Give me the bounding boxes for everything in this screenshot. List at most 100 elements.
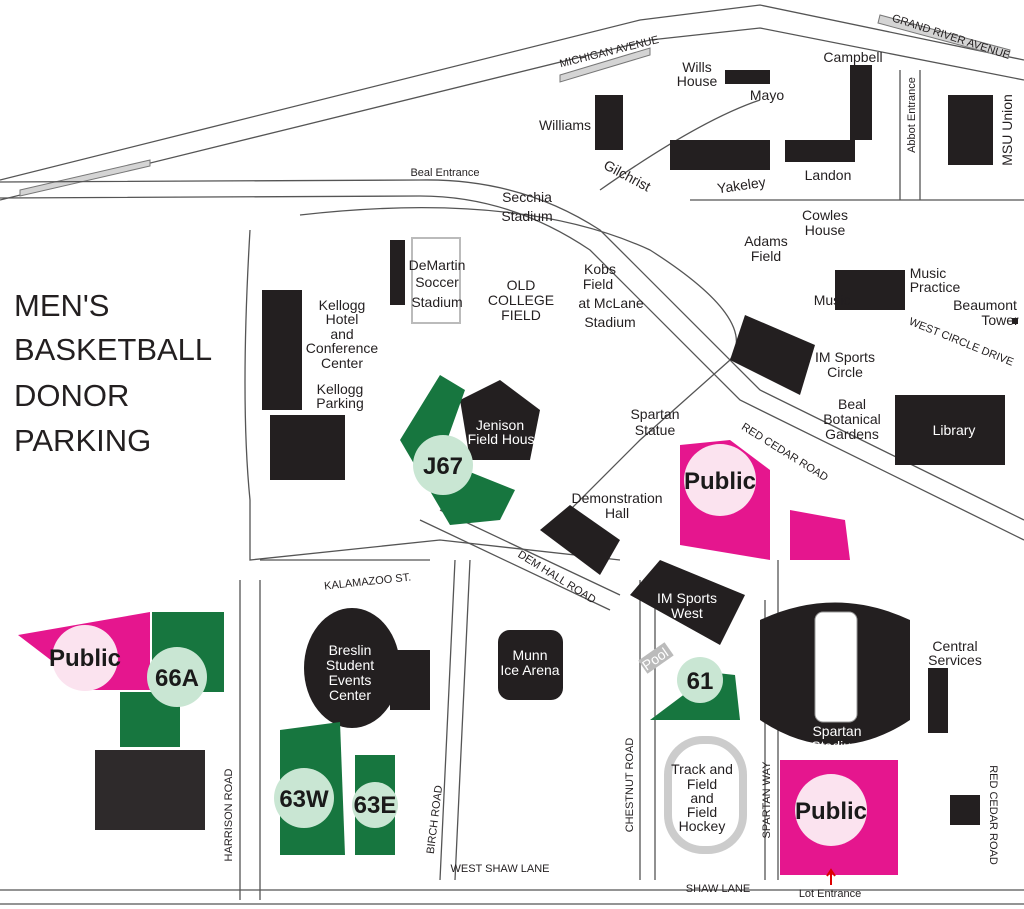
road-label: RED CEDAR ROAD — [987, 765, 999, 865]
road-label: HARRISON ROAD — [223, 768, 235, 861]
building-beaumont — [1012, 318, 1018, 324]
place-label: Field House — [468, 431, 543, 447]
badge-public-north[interactable] — [684, 444, 756, 516]
place-label: Stadium — [501, 208, 552, 224]
place-label: Tower — [981, 312, 1019, 328]
badge-label: 66A — [155, 665, 199, 692]
place-label: Demonstration — [571, 490, 662, 506]
road-label: GRAND RIVER AVENUE — [890, 12, 1011, 62]
place-label: Services — [928, 652, 982, 668]
place-label: IM Sports — [657, 590, 717, 606]
building-landon — [785, 140, 855, 162]
median — [19, 159, 151, 197]
place-label: Parking — [316, 395, 363, 411]
building-im-west — [630, 560, 745, 645]
place-label: Hockey — [679, 818, 726, 834]
road-label: CHESTNUT ROAD — [624, 738, 636, 833]
place-label: Hotel — [326, 311, 359, 327]
place-label: Mayo — [750, 87, 784, 103]
building-music — [835, 270, 905, 310]
place-label: MSU Union — [999, 94, 1015, 166]
lot-public-north-2[interactable] — [790, 510, 850, 560]
place-label: Campbell — [823, 49, 882, 65]
badge-label: J67 — [423, 453, 463, 480]
place-label: Library — [933, 422, 976, 438]
place-label: West — [671, 605, 703, 621]
place-label: Stadium — [584, 314, 635, 330]
building-breslin-annex — [390, 650, 430, 710]
place-label: House — [805, 222, 846, 238]
place-label: Soccer — [415, 274, 459, 290]
place-label: Field — [751, 248, 781, 264]
title-line: MEN'S — [14, 288, 109, 323]
stadium-field — [814, 611, 858, 723]
place-label: Circle — [827, 364, 863, 380]
place-label: Ice Arena — [500, 662, 559, 678]
lot-badges: J67 Public Public 66A 61 63W 63E Public — [49, 435, 867, 885]
road-label: Lot Entrance — [799, 888, 861, 900]
building-williams — [595, 95, 623, 150]
building-cluster — [95, 750, 205, 830]
place-label: Field — [583, 276, 613, 292]
badge-66a[interactable] — [147, 647, 207, 707]
place-label: Center — [321, 355, 363, 371]
place-label: Beaumont — [953, 297, 1017, 313]
building-munn — [498, 630, 563, 700]
place-label: Cowles — [802, 207, 848, 223]
place-label: Track and — [671, 761, 733, 777]
track — [664, 736, 747, 854]
badge-label: 63E — [354, 792, 397, 819]
place-label: House — [677, 73, 718, 89]
place-label: Secchia — [502, 189, 552, 205]
road-label: Beal Entrance — [410, 167, 479, 179]
badge-63e[interactable] — [352, 782, 398, 828]
title-line: PARKING — [14, 423, 151, 458]
place-label: Gardens — [825, 426, 879, 442]
place-label: Spartan — [812, 723, 861, 739]
place-label: COLLEGE — [488, 292, 554, 308]
place-label: Breslin — [329, 642, 372, 658]
badge-public-south[interactable] — [795, 774, 867, 846]
pool — [638, 642, 674, 674]
building-campbell — [850, 65, 872, 140]
building-jenison — [460, 380, 540, 460]
building-kellogg-parking — [270, 415, 345, 480]
badge-label: Public — [684, 468, 756, 495]
place-label: at McLane — [578, 295, 644, 311]
road-label: WEST SHAW LANE — [450, 863, 549, 875]
place-label: Field — [687, 776, 717, 792]
place-label: Jenison — [476, 417, 524, 433]
demartin-field — [411, 237, 461, 324]
building — [950, 795, 980, 825]
place-label: Center — [329, 687, 371, 703]
place-label: Landon — [805, 167, 852, 183]
map-title: MEN'S BASKETBALL DONOR PARKING — [14, 288, 212, 458]
place-label: Kellogg — [317, 381, 364, 397]
place-label: Student — [326, 657, 374, 673]
building-gilchrist-yakeley — [670, 140, 770, 170]
place-label: Adams — [744, 233, 788, 249]
title-line: DONOR — [14, 378, 129, 413]
road-label: KALAMAZOO ST. — [324, 571, 412, 592]
place-label: FIELD — [501, 307, 541, 323]
building-central-services — [928, 668, 948, 733]
badge-label: 63W — [279, 786, 329, 813]
place-label: Kellogg — [319, 297, 366, 313]
buildings — [95, 65, 1018, 854]
place-label: Field — [687, 804, 717, 820]
place-label: Yakeley — [716, 174, 767, 197]
badge-63w[interactable] — [274, 768, 334, 828]
place-label: Events — [329, 672, 372, 688]
badge-61[interactable] — [677, 657, 723, 703]
building-msu-union — [948, 95, 993, 165]
road-label: SHAW LANE — [686, 883, 750, 895]
building-demartin — [390, 240, 405, 305]
badge-label: 61 — [687, 668, 714, 695]
badge-j67[interactable] — [413, 435, 473, 495]
place-label: and — [690, 790, 713, 806]
badge-public-west[interactable] — [52, 625, 118, 691]
place-label: Practice — [910, 279, 961, 295]
place-label: Spartan — [630, 406, 679, 422]
median — [559, 47, 651, 83]
